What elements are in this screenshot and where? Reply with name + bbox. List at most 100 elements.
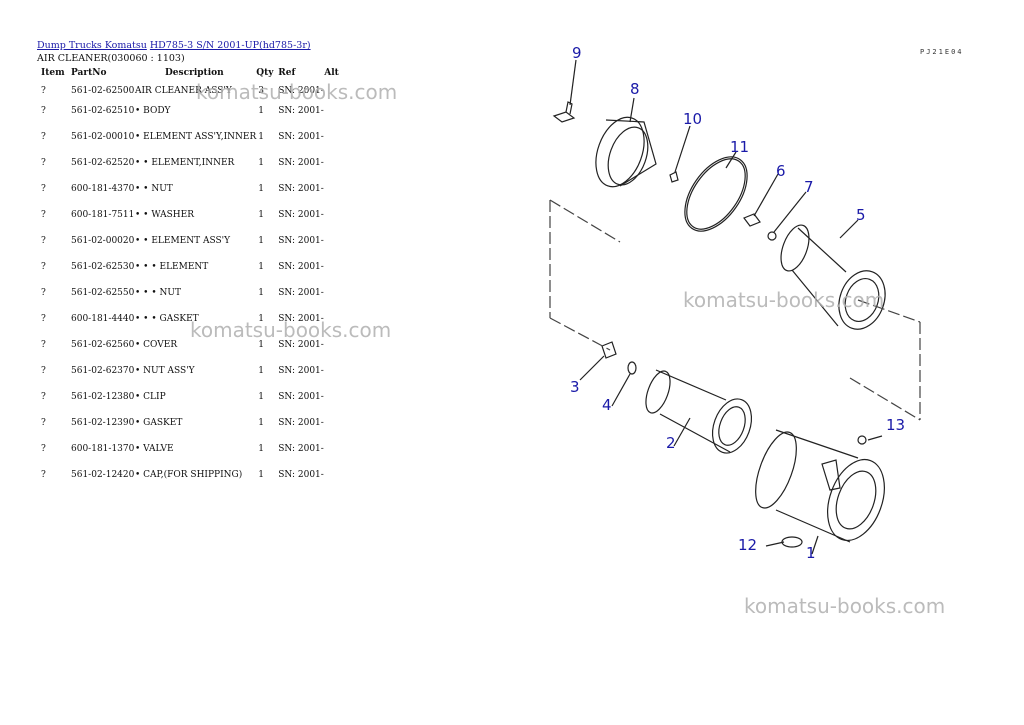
table-row: ? 561-02-00010 • ELEMENT ASS'Y,INNER 1 S… bbox=[37, 132, 344, 158]
cell-partno: 600-181-4440 bbox=[71, 314, 135, 324]
part-13-cap[interactable] bbox=[857, 435, 883, 445]
cell-qty: 1 bbox=[258, 418, 264, 428]
callout-3: 3 bbox=[570, 378, 580, 396]
part-1-body[interactable] bbox=[747, 427, 895, 555]
cell-alt bbox=[324, 184, 344, 210]
breadcrumb-link-model[interactable]: HD785-3 S/N 2001-UP(hd785-3r) bbox=[149, 40, 311, 51]
cell-alt bbox=[324, 340, 344, 366]
part-9-wingnut[interactable] bbox=[552, 59, 577, 123]
callout-4: 4 bbox=[602, 396, 612, 414]
cell-partno: 561-02-12420 bbox=[71, 470, 135, 480]
table-row: ? 600-181-4370 • • NUT 1 SN: 2001- bbox=[37, 184, 344, 210]
cell-partno: 561-02-00020 bbox=[71, 236, 135, 246]
part-4-gasket[interactable] bbox=[611, 361, 637, 407]
table-row: ? 561-02-62560 • COVER 1 SN: 2001- bbox=[37, 340, 344, 366]
table-row: ? 561-02-62510 • BODY 1 SN: 2001- bbox=[37, 106, 344, 132]
parts-table: Item PartNo Description Qty Ref Alt ? 56… bbox=[37, 66, 344, 484]
cell-description: • ELEMENT ASS'Y,INNER bbox=[135, 132, 257, 142]
cell-item: ? bbox=[41, 184, 46, 194]
part-12-valve[interactable] bbox=[765, 536, 803, 548]
part-5-inner-element[interactable] bbox=[776, 219, 893, 336]
table-row: ? 561-02-00020 • • ELEMENT ASS'Y 1 SN: 2… bbox=[37, 236, 344, 262]
cell-description: • • ELEMENT,INNER bbox=[135, 158, 235, 168]
header-ref: Ref bbox=[278, 68, 296, 78]
diagram-ref-code: PJ21E04 bbox=[920, 48, 964, 56]
cell-item: ? bbox=[41, 236, 46, 246]
cell-alt bbox=[324, 132, 344, 158]
cell-alt bbox=[324, 418, 344, 444]
cell-qty: 1 bbox=[258, 288, 264, 298]
cell-qty: 1 bbox=[258, 392, 264, 402]
cell-description: • BODY bbox=[135, 106, 171, 116]
cell-item: ? bbox=[41, 86, 46, 96]
table-row: ? 561-02-62530 • • • ELEMENT 1 SN: 2001- bbox=[37, 262, 344, 288]
part-6-nut[interactable] bbox=[743, 173, 779, 227]
cell-ref: SN: 2001- bbox=[278, 288, 324, 298]
part-2-outer-element[interactable] bbox=[641, 368, 758, 459]
cell-alt bbox=[324, 236, 344, 262]
cell-qty: 1 bbox=[258, 444, 264, 454]
cell-ref: SN: 2001- bbox=[278, 210, 324, 220]
cell-description: • • ELEMENT ASS'Y bbox=[135, 236, 231, 246]
cell-partno: 561-02-62520 bbox=[71, 158, 135, 168]
callout-10: 10 bbox=[683, 110, 702, 128]
cell-qty: 1 bbox=[258, 340, 264, 350]
cell-description: • • • ELEMENT bbox=[135, 262, 209, 272]
breadcrumb-link-dump-trucks[interactable]: Dump Trucks Komatsu bbox=[37, 40, 147, 51]
table-row: ? 561-02-62550 • • • NUT 1 SN: 2001- bbox=[37, 288, 344, 314]
cell-partno: 561-02-12380 bbox=[71, 392, 135, 402]
cell-alt bbox=[324, 106, 344, 132]
cell-partno: 561-02-12390 bbox=[71, 418, 135, 428]
cell-item: ? bbox=[41, 470, 46, 480]
table-row: ? 561-02-12380 • CLIP 1 SN: 2001- bbox=[37, 392, 344, 418]
cell-qty: 1 bbox=[258, 132, 264, 142]
cell-item: ? bbox=[41, 132, 46, 142]
header-qty: Qty bbox=[256, 68, 274, 78]
cell-qty: 3 bbox=[258, 86, 264, 96]
cell-partno: 561-02-62530 bbox=[71, 262, 135, 272]
cell-ref: SN: 2001- bbox=[278, 392, 324, 402]
cell-item: ? bbox=[41, 106, 46, 116]
callout-13: 13 bbox=[886, 416, 905, 434]
cell-alt bbox=[324, 444, 344, 470]
cell-description: • COVER bbox=[135, 340, 178, 350]
cell-partno: 600-181-4370 bbox=[71, 184, 135, 194]
cell-qty: 1 bbox=[258, 158, 264, 168]
cell-qty: 1 bbox=[258, 314, 264, 324]
cell-qty: 1 bbox=[258, 184, 264, 194]
table-row: ? 561-02-62500 AIR CLEANER ASS'Y 3 SN: 2… bbox=[37, 80, 344, 106]
callout-11: 11 bbox=[730, 138, 749, 156]
cell-ref: SN: 2001- bbox=[278, 236, 324, 246]
cell-qty: 1 bbox=[258, 366, 264, 376]
part-8-cover[interactable] bbox=[587, 97, 657, 193]
callout-9: 9 bbox=[572, 44, 582, 62]
table-row: ? 600-181-4440 • • • GASKET 1 SN: 2001- bbox=[37, 314, 344, 340]
table-row: ? 561-02-62520 • • ELEMENT,INNER 1 SN: 2… bbox=[37, 158, 344, 184]
cell-alt bbox=[324, 314, 344, 340]
cell-item: ? bbox=[41, 288, 46, 298]
callout-7: 7 bbox=[804, 178, 814, 196]
watermark-text: komatsu-books.com bbox=[744, 594, 946, 618]
cell-qty: 1 bbox=[258, 470, 264, 480]
cell-alt bbox=[324, 288, 344, 314]
cell-description: AIR CLEANER ASS'Y bbox=[135, 86, 232, 96]
callout-2: 2 bbox=[666, 434, 676, 452]
cell-description: • GASKET bbox=[135, 418, 183, 428]
part-3-nut[interactable] bbox=[579, 341, 617, 381]
cell-item: ? bbox=[41, 418, 46, 428]
cell-description: • • WASHER bbox=[135, 210, 195, 220]
part-7-washer[interactable] bbox=[767, 191, 807, 241]
cell-ref: SN: 2001- bbox=[278, 158, 324, 168]
cell-ref: SN: 2001- bbox=[278, 340, 324, 350]
callout-5: 5 bbox=[856, 206, 866, 224]
cell-description: • • NUT bbox=[135, 184, 173, 194]
cell-partno: 561-02-00010 bbox=[71, 132, 135, 142]
callout-1: 1 bbox=[806, 544, 816, 562]
cell-description: • NUT ASS'Y bbox=[135, 366, 195, 376]
part-11-gasket-ring[interactable] bbox=[672, 146, 759, 242]
cell-alt bbox=[324, 80, 344, 106]
page-title: AIR CLEANER(030060 : 1103) bbox=[37, 53, 185, 64]
table-row: ? 561-02-62370 • NUT ASS'Y 1 SN: 2001- bbox=[37, 366, 344, 392]
part-10-small-part[interactable] bbox=[669, 125, 691, 183]
cell-alt bbox=[324, 262, 344, 288]
